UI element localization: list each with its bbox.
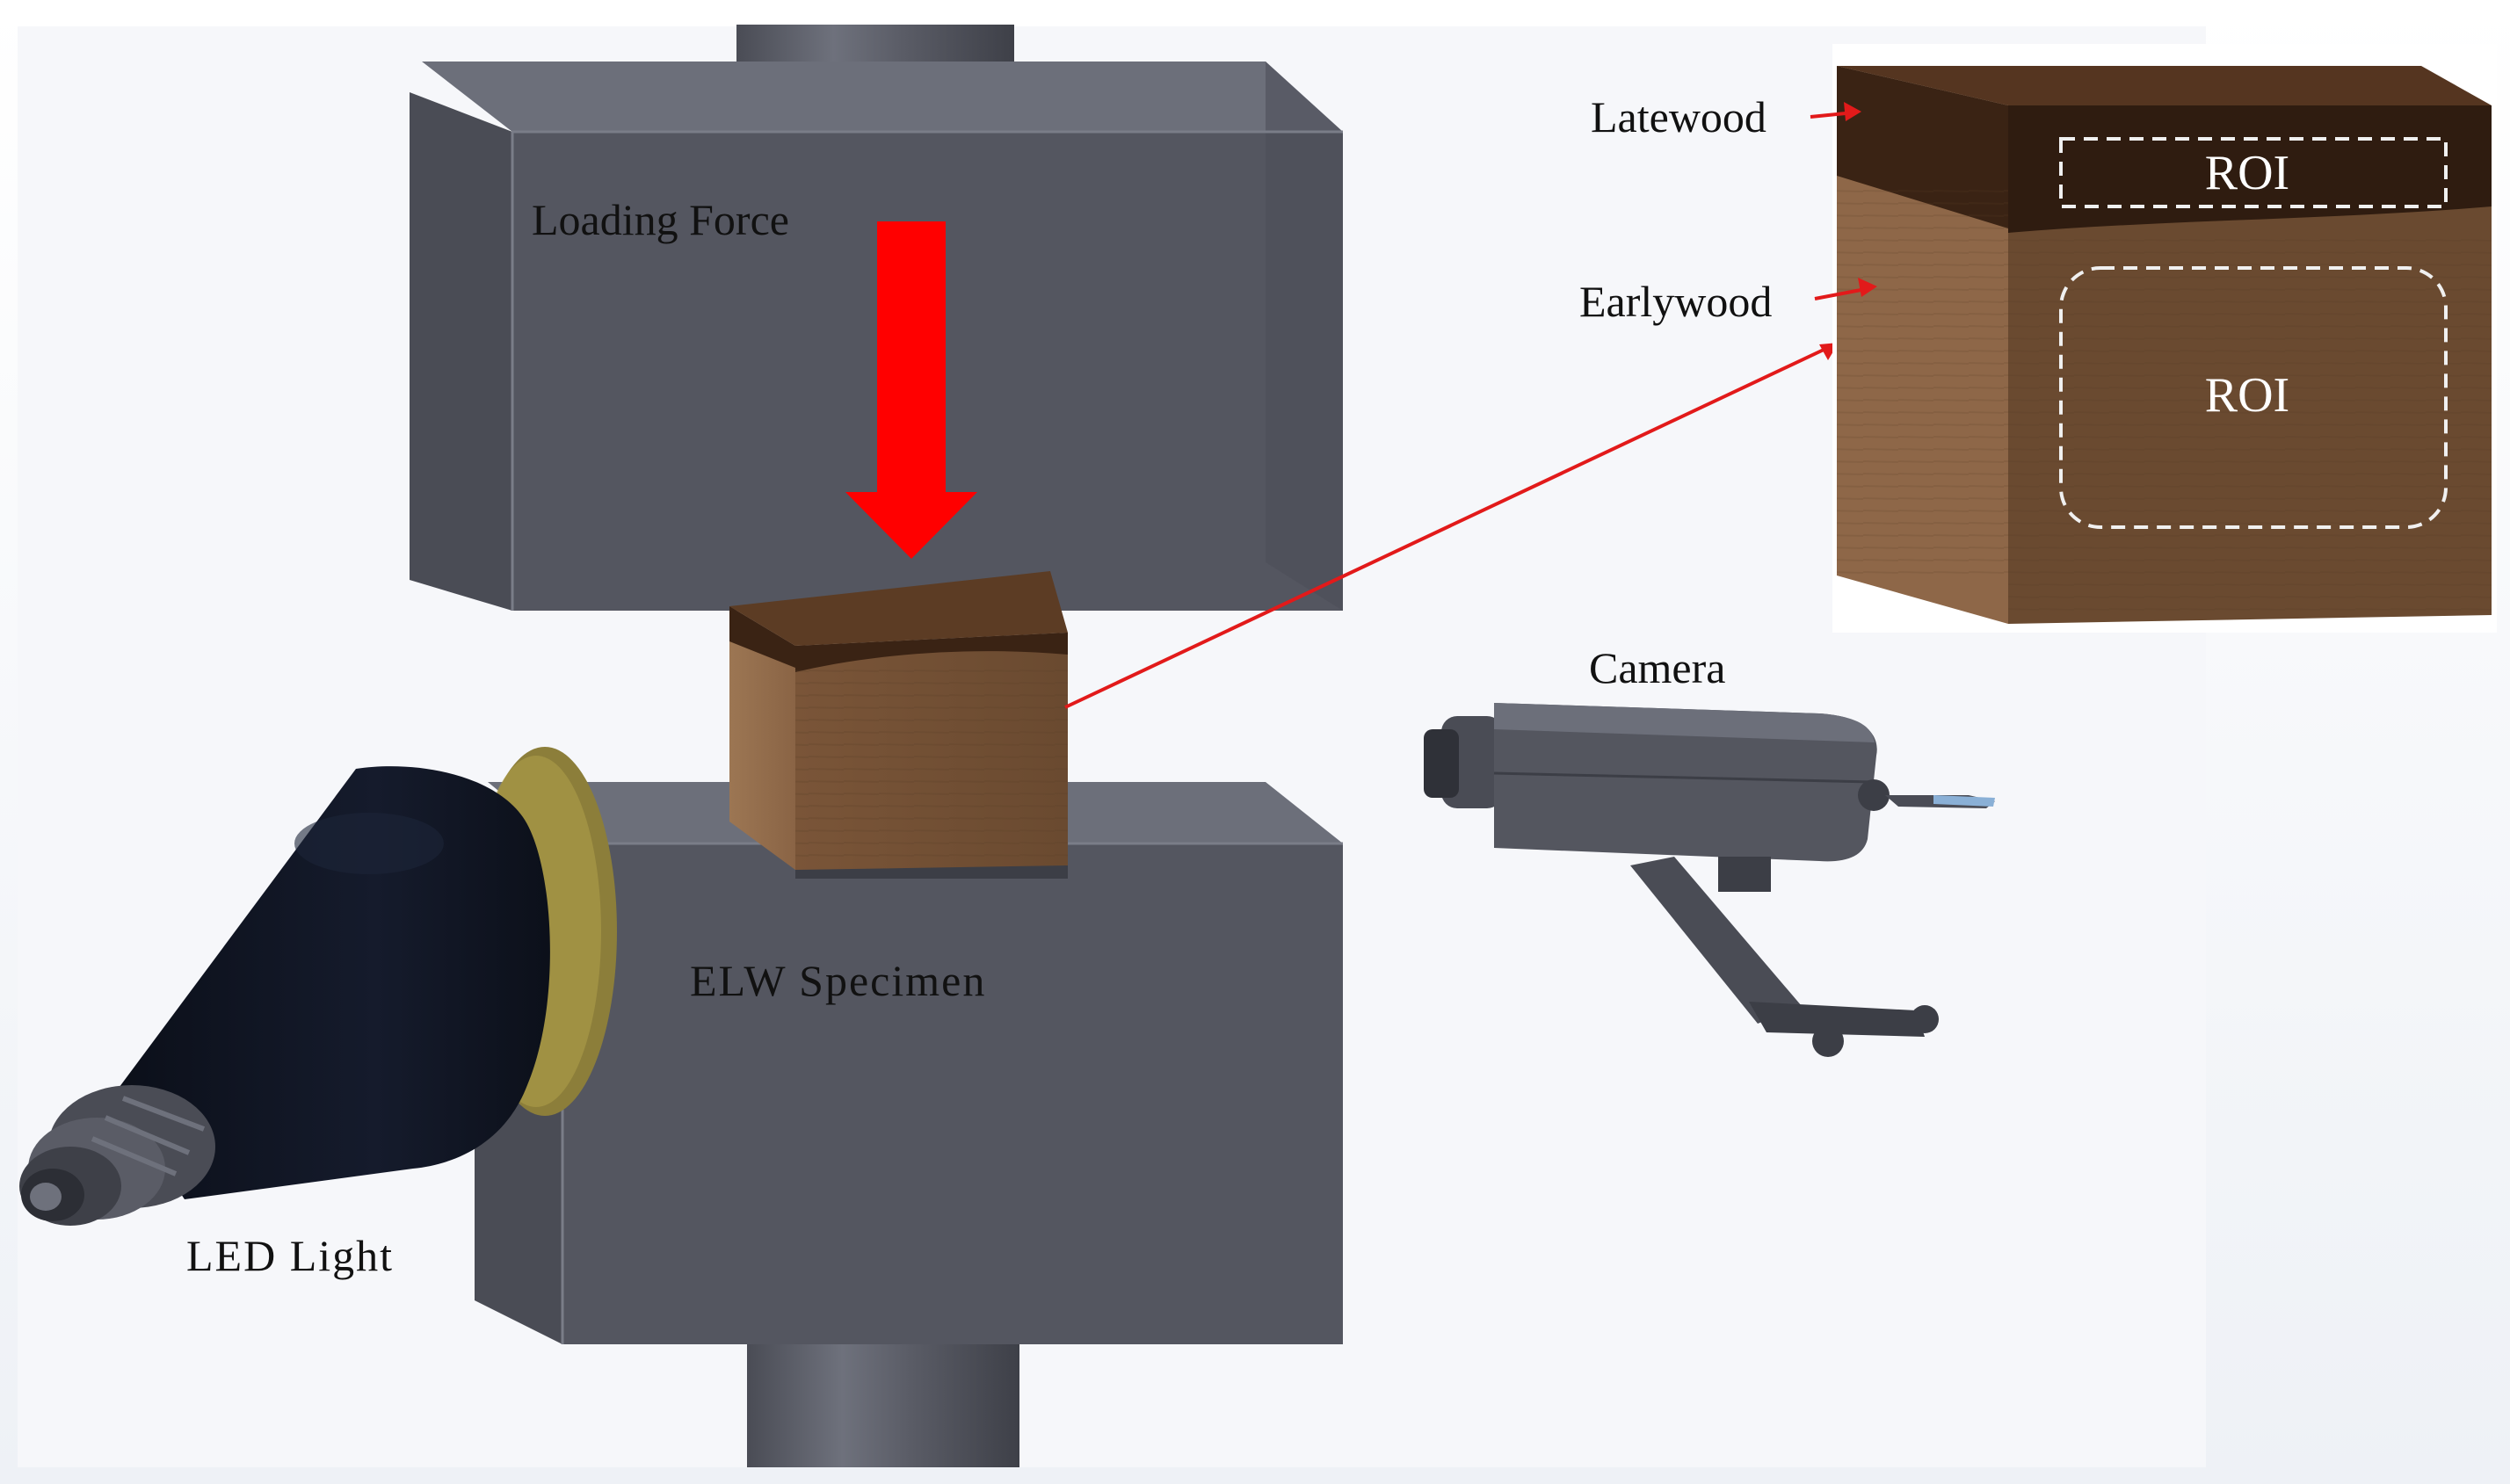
- down-arrow-icon: [877, 221, 946, 498]
- lamp-tip: [19, 1085, 215, 1226]
- label-loading-force: Loading Force: [532, 195, 789, 244]
- roi-box-earlywood: [2059, 266, 2448, 529]
- roi-box-latewood: [2059, 137, 2448, 208]
- label-roi-main: ROI: [2205, 368, 2289, 423]
- specimen: [729, 571, 1068, 870]
- force-arrow: [845, 221, 977, 559]
- camera-icon: [1424, 703, 1995, 1057]
- label-specimen: ELW Specimen: [690, 956, 986, 1005]
- zoom-leader-line: [1064, 341, 1839, 709]
- label-latewood: Latewood: [1591, 92, 1766, 141]
- label-led-light: LED Light: [186, 1231, 394, 1280]
- label-camera: Camera: [1589, 643, 1725, 692]
- zoom-inset: [1832, 44, 2497, 633]
- led-lamp-icon: [19, 747, 617, 1226]
- label-earlywood: Earlywood: [1579, 277, 1772, 326]
- upper-grip: [410, 62, 1343, 611]
- label-roi-top: ROI: [2205, 146, 2289, 200]
